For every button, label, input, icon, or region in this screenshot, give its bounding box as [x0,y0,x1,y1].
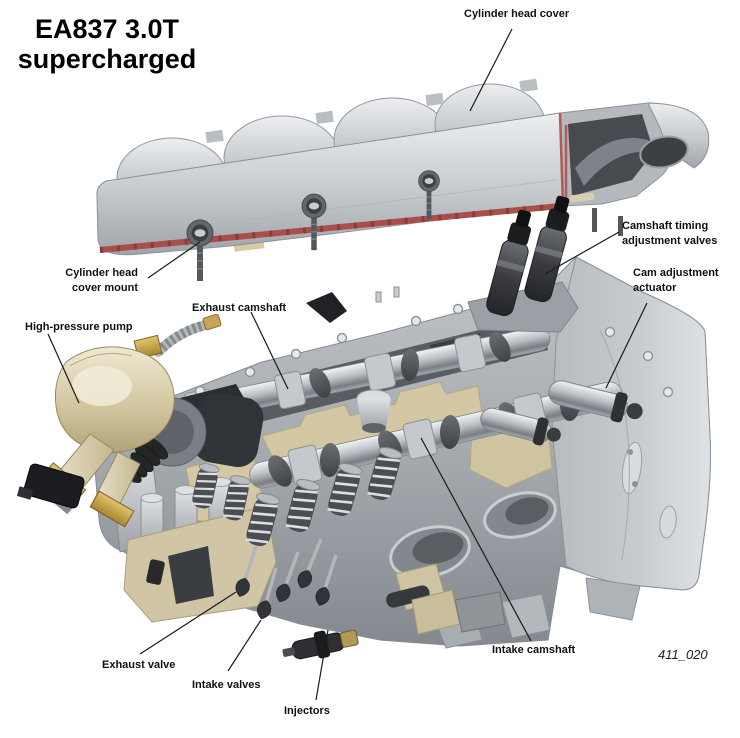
title-line2: supercharged [17,44,197,75]
head-block-shape [94,195,711,660]
intake-ports [389,491,557,579]
label-injectors: Injectors [284,705,330,717]
leader-intake-camshaft [420,437,532,642]
label-cylinder-head-cover: Cylinder head cover [464,8,570,20]
leader-lines [47,28,648,701]
leader-cylinder-head-cover [469,28,513,112]
leader-high-pressure-pump [47,333,80,404]
page-title: EA837 3.0T supercharged [8,14,206,74]
leader-cover-mount [147,241,201,279]
deck-bolts [194,286,674,398]
title-line1: EA837 3.0T [34,14,180,44]
label-exhaust-valve: Exhaust valve [102,659,176,671]
label-high-pressure-pump: High-pressure pump [25,321,133,333]
black-sensor [306,292,347,323]
label-cam-adjustment-actuator: Cam adjustment actuator [633,267,719,294]
leader-timing-valves [544,231,620,275]
cover-cut-section [558,102,710,236]
leader-exhaust-valve [139,591,237,655]
leader-injectors [315,629,329,701]
leader-cam-actuator [605,302,648,389]
pump-connector [23,463,85,509]
label-intake-valves: Intake valves [192,679,261,691]
cylinder-head-cover-shape [96,78,710,282]
solenoid-valves-shape [467,195,579,333]
cam-actuators-shape [480,380,643,446]
braided-hose [153,313,222,357]
label-exhaust-camshaft: Exhaust camshaft [192,302,287,314]
label-cylinder-head-cover-mount: Cylinder head cover mount [65,267,138,294]
leader-intake-valves [227,619,262,672]
injector-shape [282,585,506,660]
figure-number: 411_020 [658,647,708,662]
high-pressure-pump-shape [16,334,264,528]
label-intake-camshaft: Intake camshaft [492,644,576,656]
label-camshaft-timing-adjustment-valves: Camshaft timing adjustment valves [622,220,718,247]
leader-exhaust-camshaft [250,311,289,390]
